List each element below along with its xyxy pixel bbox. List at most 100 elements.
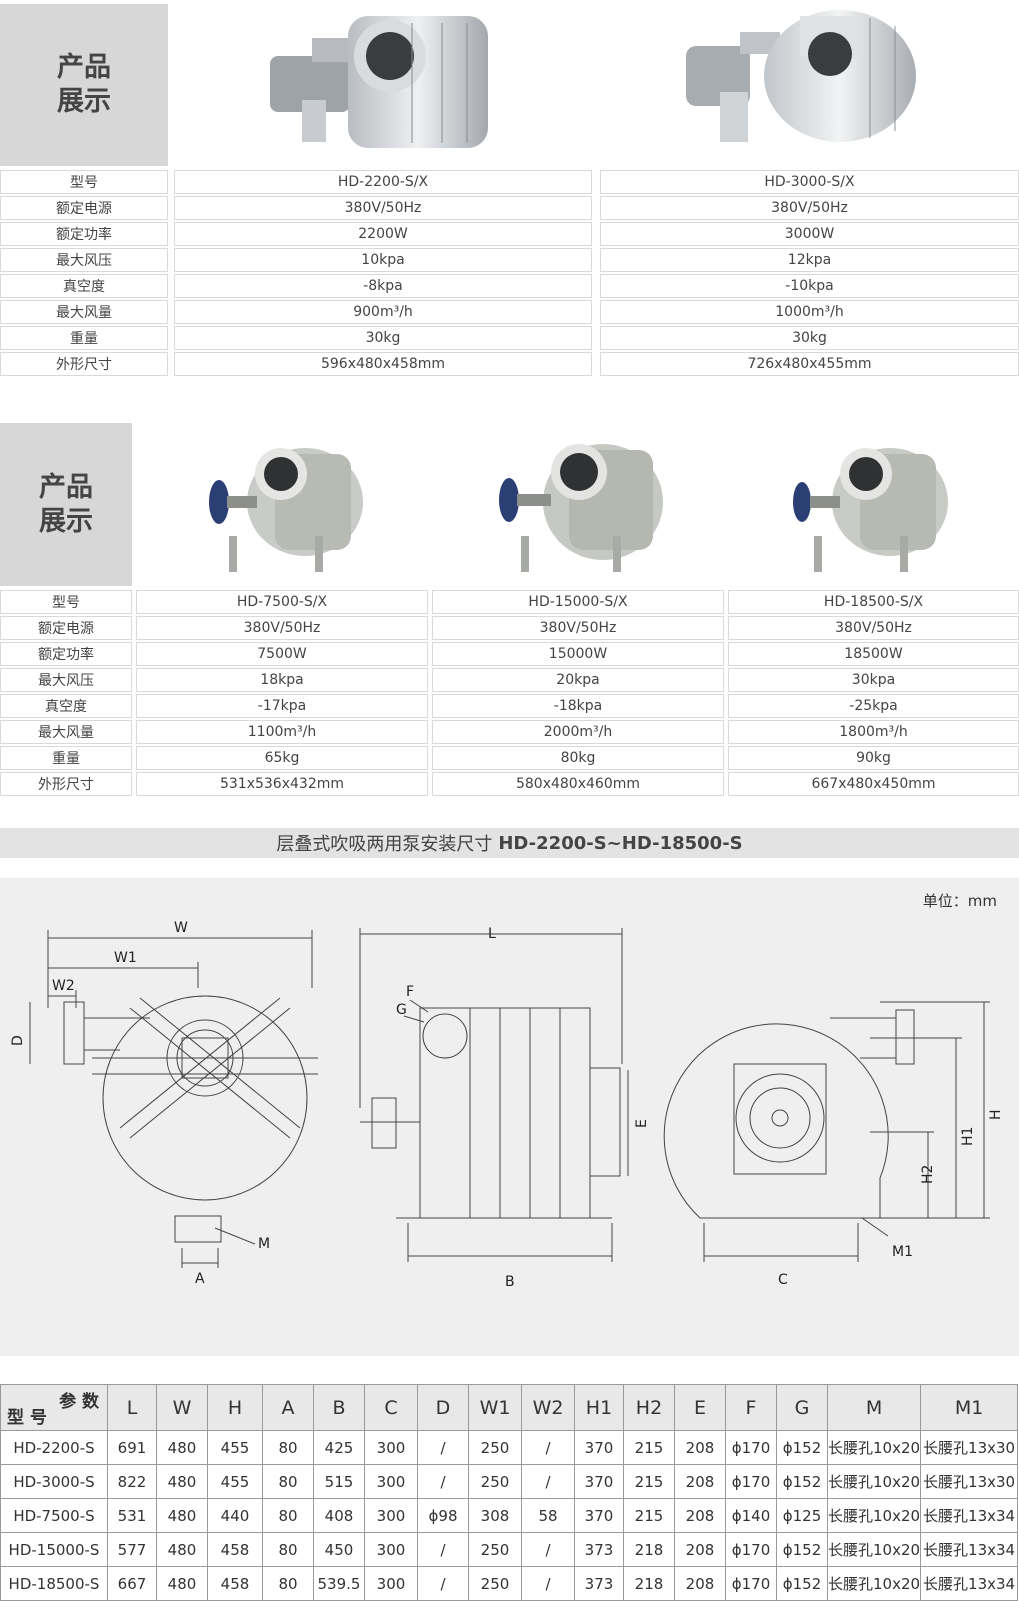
value-cell: / xyxy=(521,1464,575,1499)
value-cell: 515 xyxy=(313,1464,365,1499)
spec-value: 596x480x458mm xyxy=(174,352,592,376)
spec-value: 10kpa xyxy=(174,248,592,272)
spec-value: 3000W xyxy=(600,222,1019,246)
value-cell: 长腰孔10x20 xyxy=(826,1566,922,1601)
dim-label-W1: W1 xyxy=(114,950,137,966)
dim-label-B: B xyxy=(505,1274,515,1290)
product-photo-hd-7500 xyxy=(209,448,363,572)
spec-key: 外形尺寸 xyxy=(0,352,168,376)
spec-value: -25kpa xyxy=(728,694,1019,718)
spec-value: 30kg xyxy=(600,326,1019,350)
value-cell: 480 xyxy=(156,1566,208,1601)
spec-value: -17kpa xyxy=(136,694,428,718)
dimension-table: 参 数 型 号 L W H A B C D W1 W2 H1 H2 E F G … xyxy=(0,1384,1019,1601)
spec-key: 真空度 xyxy=(0,694,132,718)
spec-value: HD-2200-S/X xyxy=(174,170,592,194)
column-header: B xyxy=(313,1384,365,1431)
value-cell: 455 xyxy=(207,1430,263,1465)
value-cell: / xyxy=(521,1532,575,1567)
value-cell: 308 xyxy=(468,1498,522,1533)
spec-value: HD-18500-S/X xyxy=(728,590,1019,614)
value-cell: / xyxy=(417,1566,469,1601)
column-header: W1 xyxy=(468,1384,522,1431)
product-photo-hd-3000 xyxy=(686,10,916,142)
value-cell: 长腰孔10x20 xyxy=(826,1464,922,1499)
value-cell: 80 xyxy=(262,1532,314,1567)
spec-key: 型号 xyxy=(0,590,132,614)
dim-label-A: A xyxy=(195,1271,205,1287)
value-cell: 80 xyxy=(262,1498,314,1533)
section1-label: 产品 展示 xyxy=(0,4,168,166)
spec-value: HD-7500-S/X xyxy=(136,590,428,614)
spec-value: 380V/50Hz xyxy=(432,616,724,640)
value-cell: 577 xyxy=(107,1532,157,1567)
product-photo-hd-18500 xyxy=(793,448,948,572)
value-cell: 250 xyxy=(468,1532,522,1567)
dim-label-W: W xyxy=(174,920,188,936)
section2-label: 产品 展示 xyxy=(0,423,132,586)
value-cell: 208 xyxy=(674,1430,726,1465)
value-cell: 370 xyxy=(574,1430,624,1465)
value-cell: 长腰孔13x34 xyxy=(920,1566,1019,1601)
value-cell: / xyxy=(417,1532,469,1567)
banner-title: 层叠式吹吸两用泵安装尺寸 xyxy=(276,834,493,855)
spec-key: 额定电源 xyxy=(0,196,168,220)
model-cell: HD-7500-S xyxy=(0,1498,108,1533)
spec-row: 额定电源 380V/50Hz 380V/50Hz xyxy=(0,196,1019,220)
spec-value: 531x536x432mm xyxy=(136,772,428,796)
value-cell: 667 xyxy=(107,1566,157,1601)
spec-value: 65kg xyxy=(136,746,428,770)
spec-value: 15000W xyxy=(432,642,724,666)
value-cell: 208 xyxy=(674,1532,726,1567)
value-cell: 691 xyxy=(107,1430,157,1465)
value-cell: 长腰孔10x20 xyxy=(826,1532,922,1567)
spec-row: 重量 65kg 80kg 90kg xyxy=(0,746,1019,770)
value-cell: 300 xyxy=(364,1430,418,1465)
spec-value: HD-15000-S/X xyxy=(432,590,724,614)
value-cell: 480 xyxy=(156,1430,208,1465)
spec-value: 726x480x455mm xyxy=(600,352,1019,376)
spec-key: 额定功率 xyxy=(0,222,168,246)
value-cell: 80 xyxy=(262,1464,314,1499)
value-cell: 370 xyxy=(574,1464,624,1499)
value-cell: ϕ152 xyxy=(776,1430,828,1465)
product-photo-hd-2200 xyxy=(270,16,488,148)
value-cell: 480 xyxy=(156,1498,208,1533)
value-cell: ϕ98 xyxy=(417,1498,469,1533)
spec-row: 外形尺寸 531x536x432mm 580x480x460mm 667x480… xyxy=(0,772,1019,796)
spec-value: 1800m³/h xyxy=(728,720,1019,744)
value-cell: 80 xyxy=(262,1566,314,1601)
value-cell: 208 xyxy=(674,1498,726,1533)
spec-value: 1100m³/h xyxy=(136,720,428,744)
dim-label-H2: H2 xyxy=(920,1165,936,1184)
spec-value: 380V/50Hz xyxy=(728,616,1019,640)
value-cell: 长腰孔10x20 xyxy=(826,1430,922,1465)
table-corner-header: 参 数 型 号 xyxy=(0,1384,108,1431)
spec-value: 667x480x450mm xyxy=(728,772,1019,796)
spec-value: 7500W xyxy=(136,642,428,666)
unit-label: 单位：mm xyxy=(922,892,997,910)
spec-row: 真空度 -17kpa -18kpa -25kpa xyxy=(0,694,1019,718)
value-cell: 458 xyxy=(207,1566,263,1601)
column-header: H2 xyxy=(623,1384,675,1431)
dim-label-M1: M1 xyxy=(892,1244,913,1260)
dim-label-C: C xyxy=(778,1272,788,1288)
spec-row: 额定功率 7500W 15000W 18500W xyxy=(0,642,1019,666)
spec-value: 580x480x460mm xyxy=(432,772,724,796)
value-cell: 300 xyxy=(364,1498,418,1533)
spec-value: 2000m³/h xyxy=(432,720,724,744)
dim-label-H1: H1 xyxy=(960,1127,976,1146)
value-cell: 531 xyxy=(107,1498,157,1533)
dim-label-F: F xyxy=(406,984,414,1000)
column-header: L xyxy=(107,1384,157,1431)
spec-value: -18kpa xyxy=(432,694,724,718)
spec-value: 30kpa xyxy=(728,668,1019,692)
spec-value: HD-3000-S/X xyxy=(600,170,1019,194)
spec-value: 18500W xyxy=(728,642,1019,666)
rear-view-housing xyxy=(663,1023,889,1219)
column-header: M1 xyxy=(920,1384,1019,1431)
